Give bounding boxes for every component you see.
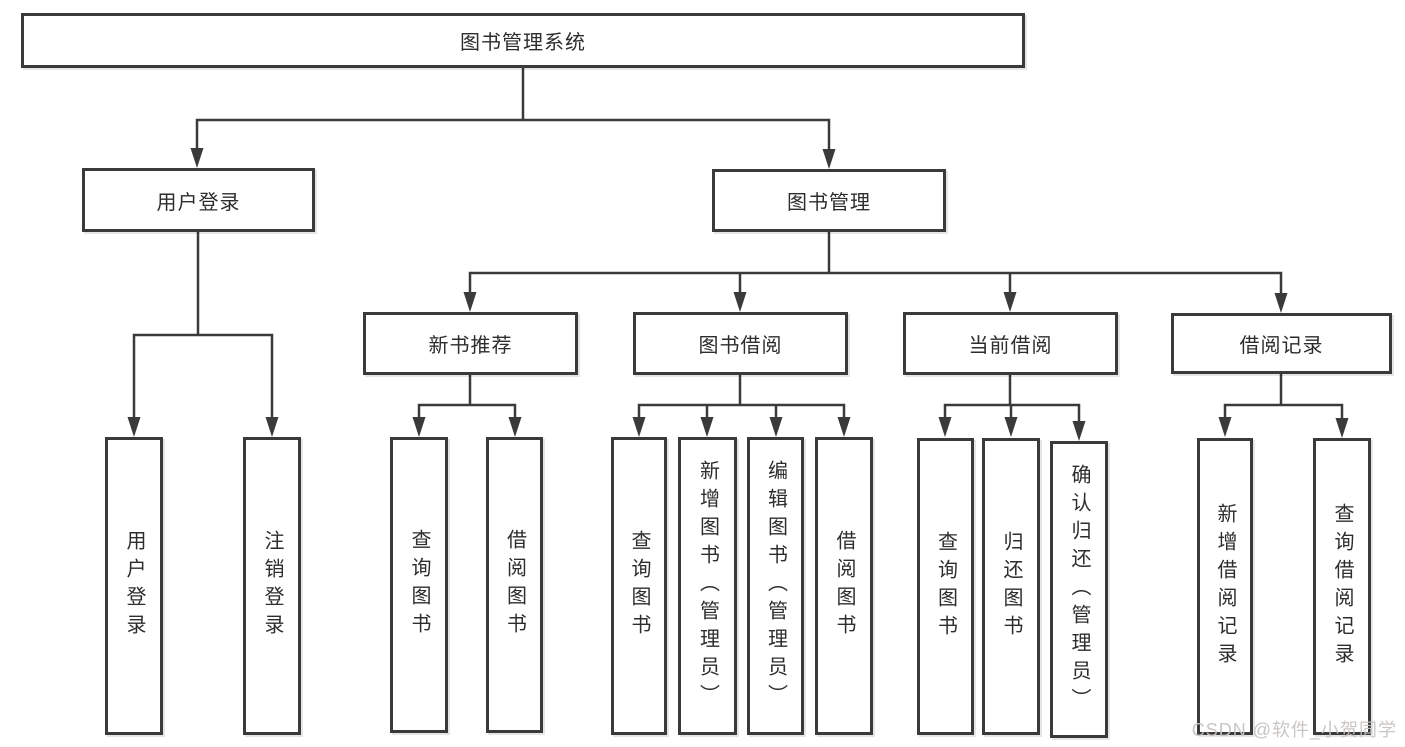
node-label: 查询图书	[628, 530, 650, 642]
leaf-user-login: 用户登录	[105, 437, 163, 735]
node-label: 查询图书	[934, 530, 957, 643]
node-label: 查询借阅记录	[1331, 502, 1353, 671]
node-label: 图书借阅	[698, 335, 783, 357]
csdn-watermark: CSDN @软件_小贺同学	[1191, 720, 1397, 740]
arrow-icon	[837, 417, 851, 437]
connector-bookmgmt-split	[468, 232, 1283, 296]
leaf-current-return-books: 归还图书	[982, 438, 1040, 735]
node-label: 图书管理	[787, 192, 871, 214]
arrow-icon	[127, 417, 141, 437]
node-label: 借阅图书	[833, 530, 855, 642]
leaf-newbooks-borrow-books: 借阅图书	[486, 437, 543, 733]
node-book-management: 图书管理	[712, 169, 946, 232]
leaf-logout: 注销登录	[243, 437, 301, 735]
node-label: 图书管理系统	[460, 32, 586, 54]
node-user-login: 用户登录	[82, 168, 315, 232]
leaf-borrow-add-books-admin: 新增图书（管理员）	[678, 437, 737, 735]
node-new-book-recommend: 新书推荐	[363, 312, 578, 375]
arrow-icon	[769, 417, 783, 437]
arrow-icon	[412, 417, 426, 437]
arrow-icon	[1274, 293, 1288, 313]
arrow-icon	[1004, 417, 1018, 437]
leaf-current-query-books: 查询图书	[917, 438, 974, 735]
leaf-borrow-query-books: 查询图书	[611, 437, 667, 735]
leaf-current-confirm-return-admin: 确认归还（管理员）	[1050, 441, 1108, 738]
arrow-icon	[1218, 417, 1232, 437]
connector-root-to-level2	[195, 68, 831, 151]
node-label: 借阅记录	[1239, 335, 1324, 357]
leaf-records-query-record: 查询借阅记录	[1313, 438, 1371, 735]
leaf-records-add-record: 新增借阅记录	[1197, 438, 1253, 735]
arrowheads	[127, 148, 1349, 441]
arrow-icon	[938, 417, 952, 437]
node-label: 用户登录	[123, 530, 145, 642]
leaf-borrow-borrow-books: 借阅图书	[815, 437, 873, 735]
arrow-icon	[1072, 421, 1086, 441]
node-label: 新增图书（管理员）	[696, 460, 719, 712]
node-label: 确认归还（管理员）	[1068, 463, 1090, 716]
node-label: 当前借阅	[968, 335, 1053, 357]
node-label: 用户登录	[156, 191, 241, 214]
node-label: 新增借阅记录	[1214, 502, 1236, 671]
arrow-icon	[265, 417, 279, 437]
arrow-icon	[733, 292, 747, 312]
node-current-borrowing: 当前借阅	[903, 312, 1118, 375]
arrow-icon	[508, 417, 522, 437]
node-book-borrowing: 图书借阅	[633, 312, 848, 375]
arrow-icon	[700, 417, 714, 437]
connector-borrow-split	[637, 375, 846, 420]
node-book-management-system: 图书管理系统	[21, 13, 1025, 68]
connector-userlogin-split	[132, 232, 274, 420]
arrow-icon	[1335, 418, 1349, 438]
arrow-icon	[632, 417, 646, 437]
leaf-newbooks-query-books: 查询图书	[390, 437, 448, 733]
node-label: 归还图书	[1000, 530, 1022, 643]
connector-newbooks-split	[417, 375, 517, 420]
connector-current-split	[943, 375, 1081, 424]
node-label: 编辑图书（管理员）	[764, 460, 787, 712]
node-label: 查询图书	[408, 529, 430, 641]
arrow-icon	[190, 148, 204, 168]
node-label: 新书推荐	[428, 335, 513, 357]
arrow-icon	[822, 149, 836, 169]
arrow-icon	[1003, 292, 1017, 312]
node-borrow-records: 借阅记录	[1171, 313, 1392, 374]
node-label: 借阅图书	[503, 529, 526, 641]
node-label: 注销登录	[261, 530, 283, 642]
leaf-borrow-edit-books-admin: 编辑图书（管理员）	[747, 437, 804, 735]
connector-records-split	[1223, 374, 1344, 421]
arrow-icon	[463, 292, 477, 312]
